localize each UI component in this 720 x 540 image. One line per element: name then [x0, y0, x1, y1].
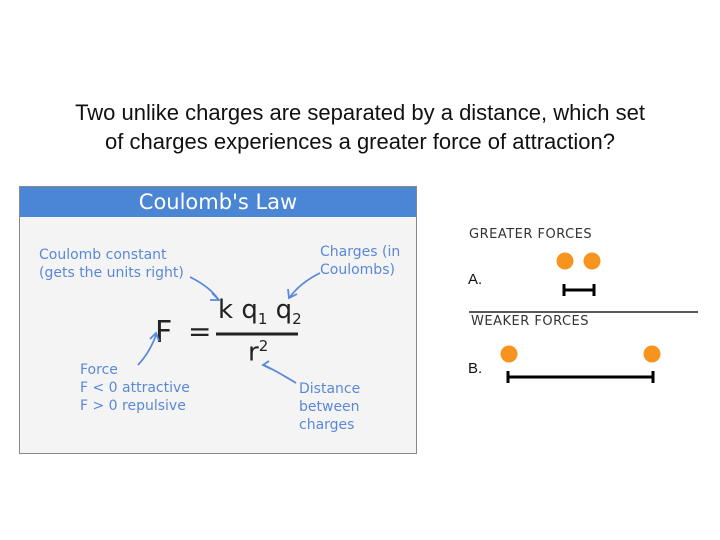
coulomb-law-image: Coulomb's Law Coulomb constant (gets the…: [19, 186, 417, 454]
greater-forces-label: GREATER FORCES: [469, 227, 593, 242]
charges-note: Charges (in Coulombs): [320, 243, 400, 279]
force-diagram: [469, 252, 698, 383]
formula-q2-sub: 2: [292, 310, 302, 329]
formula-q1-symbol: q: [241, 295, 258, 325]
question-line-2: of charges experiences a greater force o…: [105, 129, 615, 154]
charge-b-left: [500, 345, 518, 363]
formula-r-sup: 2: [258, 337, 269, 355]
question-text: Two unlike charges are separated by a di…: [20, 98, 700, 156]
distance-bar-b: [506, 371, 655, 383]
question-line-1: Two unlike charges are separated by a di…: [75, 100, 645, 125]
formula-r: r: [248, 337, 259, 368]
formula-q1-sub: 1: [257, 310, 268, 329]
arrow-to-f: [137, 334, 157, 366]
formula-k: k: [218, 295, 234, 325]
formula-q1: q1: [241, 295, 268, 329]
coulomb-title: Coulomb's Law: [20, 187, 416, 217]
formula-q2-symbol: q: [275, 295, 293, 325]
coulomb-constant-line-1: Coulomb constant: [39, 247, 167, 263]
distance-note-line-2: between: [299, 399, 360, 415]
option-a-label: A.: [468, 271, 483, 288]
formula-f: F: [155, 315, 173, 350]
weaker-forces-label: WEAKER FORCES: [471, 314, 590, 329]
formula-numerator: k q1 q2: [218, 295, 302, 328]
charges-note-line-1: Charges (in: [320, 244, 401, 260]
charge-b-right: [643, 345, 661, 363]
charge-a-left: [556, 252, 574, 270]
distance-note-line-3: charges: [299, 417, 355, 433]
coulomb-constant-note: Coulomb constant (gets the units right): [39, 246, 184, 282]
formula-q2: q2: [275, 295, 302, 329]
option-b-label: B.: [468, 360, 483, 377]
force-comparison: GREATER FORCES WEAKER FORCES A. B.: [437, 200, 720, 400]
force-note: Force F < 0 attractive F > 0 repulsive: [80, 361, 190, 415]
formula-decorations: [137, 272, 321, 384]
force-note-line-1: Force: [80, 362, 118, 378]
distance-note-line-1: Distance: [299, 381, 361, 397]
coulomb-constant-line-2: (gets the units right): [39, 265, 184, 281]
force-note-line-3: F > 0 repulsive: [80, 398, 186, 414]
formula-denominator: r2: [248, 337, 268, 368]
charges-note-line-2: Coulombs): [320, 262, 395, 278]
force-note-line-2: F < 0 attractive: [80, 380, 190, 396]
distance-note: Distance between charges: [299, 380, 360, 434]
distance-bar-a: [562, 284, 596, 296]
arrow-to-charges: [289, 272, 321, 298]
formula-equals: =: [188, 315, 212, 348]
charge-a-right: [583, 252, 601, 270]
